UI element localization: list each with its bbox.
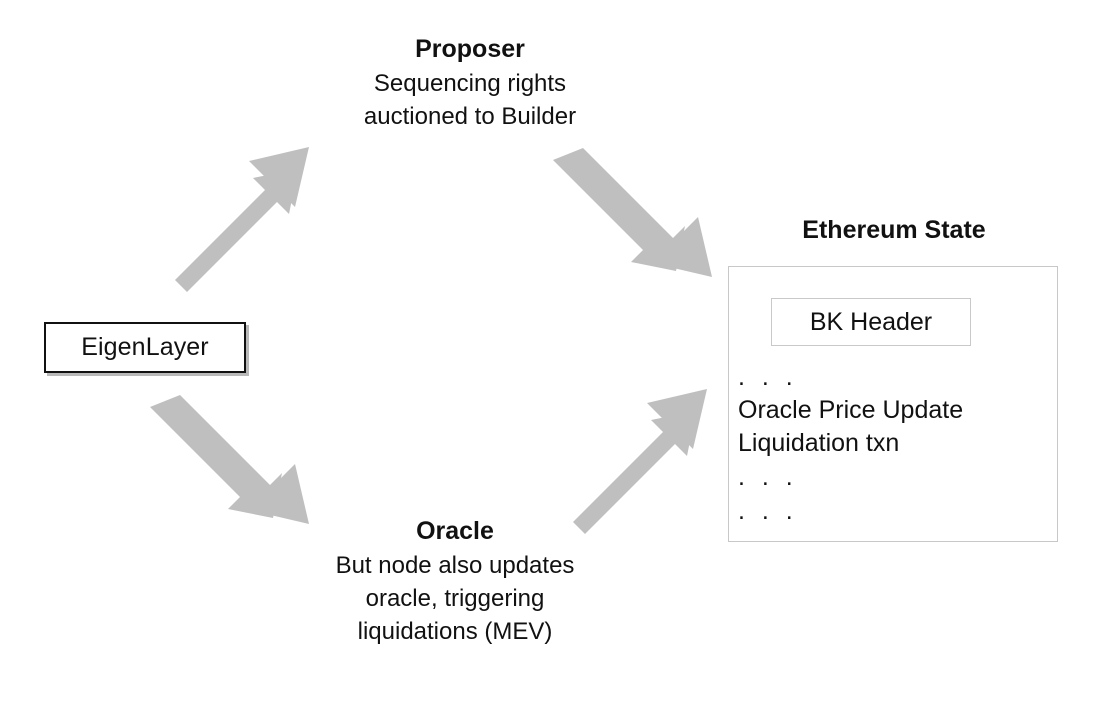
proposer-desc-line-2: auctioned to Builder	[363, 103, 577, 130]
ethereum-state-title: Ethereum State	[802, 216, 986, 244]
arrow-proposer-to-ethereum-state	[553, 148, 712, 277]
node-eigenlayer[interactable]: EigenLayer	[44, 322, 246, 373]
state-line-ellipsis-mid: . . .	[738, 463, 798, 491]
state-line-ellipsis-bottom: . . .	[738, 497, 798, 525]
oracle-desc-line-3: liquidations (MEV)	[357, 618, 553, 645]
bk-header-box[interactable]: BK Header	[771, 298, 971, 346]
state-line-ellipsis-top: . . .	[738, 363, 798, 391]
ethereum-state-line-list: . . . Oracle Price Update Liquidation tx…	[738, 360, 1054, 528]
bk-header-label: BK Header	[809, 307, 933, 336]
arrow-eigenlayer-to-oracle	[150, 395, 309, 524]
proposer-desc-line-1: Sequencing rights	[373, 70, 567, 97]
node-oracle: Oracle But node also updates oracle, tri…	[290, 513, 620, 648]
ethereum-state-box: BK Header . . . Oracle Price Update Liqu…	[728, 266, 1058, 542]
state-line-oracle-price-update: Oracle Price Update	[738, 396, 964, 424]
proposer-title: Proposer	[415, 35, 525, 63]
oracle-desc-line-2: oracle, triggering	[365, 585, 545, 612]
eigenlayer-label: EigenLayer	[81, 333, 209, 361]
oracle-title: Oracle	[416, 517, 494, 545]
node-proposer: Proposer Sequencing rights auctioned to …	[305, 31, 635, 133]
state-line-liquidation-txn: Liquidation txn	[738, 429, 900, 457]
oracle-desc-line-1: But node also updates	[335, 552, 575, 579]
arrow-eigenlayer-to-proposer	[175, 147, 309, 292]
